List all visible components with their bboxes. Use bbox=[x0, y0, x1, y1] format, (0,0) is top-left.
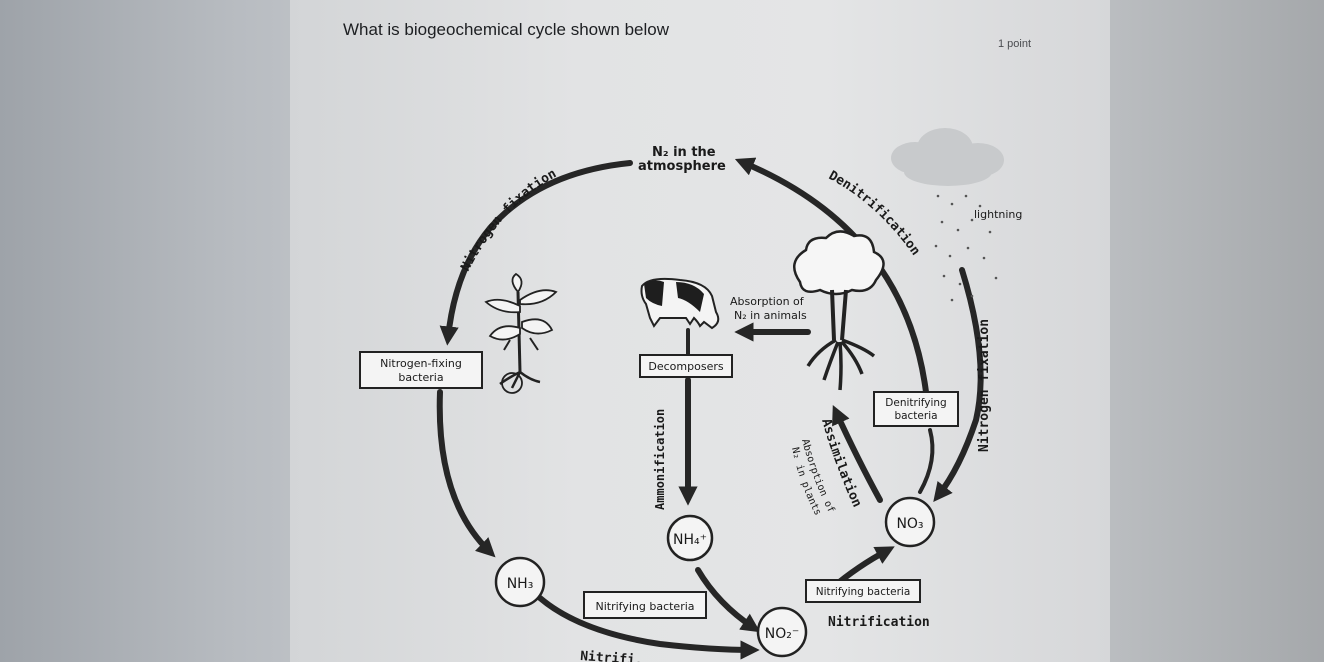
tree-icon bbox=[793, 230, 885, 391]
nh4-circle: NH₄⁺ bbox=[666, 514, 714, 562]
cloud-icon bbox=[891, 128, 1004, 186]
nitrogen-fixation-left-label: Nitrogen fixation bbox=[458, 166, 559, 274]
plant-icon bbox=[484, 272, 558, 394]
no3-circle: NO₃ bbox=[884, 496, 936, 548]
svg-text:Decomposers: Decomposers bbox=[648, 360, 723, 373]
svg-text:NH₃: NH₃ bbox=[507, 576, 534, 592]
svg-text:Denitrifying: Denitrifying bbox=[885, 397, 946, 409]
svg-text:NO₃: NO₃ bbox=[896, 516, 923, 532]
arrow-bacteria-to-nh3 bbox=[436, 389, 496, 558]
nitrification-bottom-label: Nitrifi... bbox=[580, 649, 659, 662]
atmosphere-label-line2: atmosphere bbox=[638, 159, 726, 174]
arrow-no3-to-tree bbox=[832, 405, 883, 503]
decomposers-box: Decomposers bbox=[639, 354, 733, 378]
rain-icon bbox=[934, 194, 998, 302]
nh3-circle: NH₃ bbox=[494, 556, 546, 608]
arrow-lightning-to-no3 bbox=[933, 267, 984, 503]
nitrogen-fixing-bacteria-box: Nitrogen-fixing bacteria bbox=[359, 351, 483, 389]
question-title: What is biogeochemical cycle shown below bbox=[343, 20, 669, 39]
nitrogen-fixation-right-label: Nitrogen fixation bbox=[977, 319, 992, 452]
no2-circle: NO₂⁻ bbox=[756, 606, 808, 658]
svg-text:Nitrifying bacteria: Nitrifying bacteria bbox=[595, 600, 694, 613]
ammonification-label: Ammonification bbox=[653, 409, 667, 510]
lightning-label: lightning bbox=[974, 208, 1022, 221]
arrow-no3-to-denitrifying bbox=[918, 428, 935, 494]
arrow-atmosphere-to-fixation bbox=[439, 160, 633, 346]
atmosphere-label-line1: N₂ in the bbox=[652, 145, 716, 160]
svg-text:NH₄⁺: NH₄⁺ bbox=[673, 532, 707, 548]
denitrifying-bacteria-box: Denitrifying bacteria bbox=[873, 391, 959, 427]
points-label: 1 point bbox=[998, 38, 1032, 50]
cow-icon bbox=[640, 277, 720, 330]
arrow-nh3-to-no2 bbox=[537, 595, 760, 660]
svg-text:NO₂⁻: NO₂⁻ bbox=[765, 626, 800, 642]
nitrifying-bacteria-left-box: Nitrifying bacteria bbox=[583, 591, 707, 619]
svg-text:bacteria: bacteria bbox=[894, 410, 937, 422]
nitrification-right-label: Nitrification bbox=[828, 615, 930, 630]
absorption-animals-label-line1: Absorption of bbox=[730, 295, 805, 308]
svg-text:Nitrogen-fixing: Nitrogen-fixing bbox=[380, 357, 462, 370]
arrow-nh4-to-no2 bbox=[695, 567, 761, 633]
svg-text:Nitrifying bacteria: Nitrifying bacteria bbox=[816, 586, 911, 598]
absorption-animals-label-line2: N₂ in animals bbox=[734, 309, 807, 322]
svg-text:bacteria: bacteria bbox=[398, 371, 443, 384]
nitrifying-bacteria-right-box: Nitrifying bacteria bbox=[805, 579, 921, 603]
